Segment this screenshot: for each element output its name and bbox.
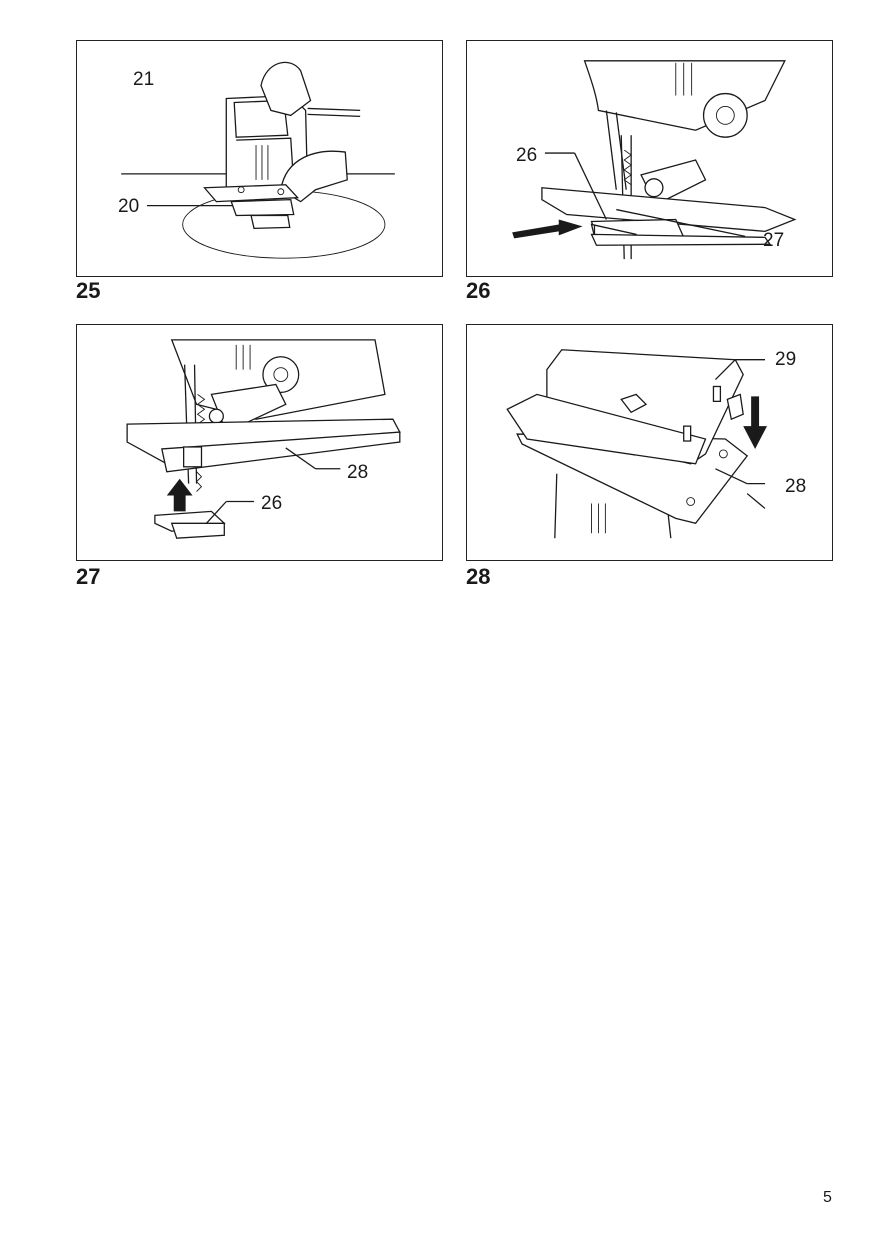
callout-26: 26 [516, 145, 538, 166]
callout-26: 26 [261, 493, 283, 514]
callout-28: 28 [785, 476, 807, 497]
figure-28-illustration [506, 349, 767, 539]
callout-21: 21 [133, 69, 155, 90]
figure-26-illustration [512, 60, 797, 260]
figure-26-panel: 26 27 [466, 40, 833, 277]
page-number: 5 [823, 1189, 832, 1206]
figure-27-panel: 28 26 [76, 324, 443, 561]
figure-26-number: 26 [466, 278, 491, 303]
figure-25-number: 25 [76, 278, 101, 303]
figure-25-panel: 21 20 [76, 40, 443, 277]
figure-27-number: 27 [76, 564, 101, 589]
figure-25-illustration [121, 61, 395, 259]
figure-28-number: 28 [466, 564, 491, 589]
callout-27: 27 [763, 230, 785, 251]
callout-28: 28 [347, 462, 369, 483]
callout-29: 29 [775, 349, 797, 370]
figure-28-panel: 29 28 [466, 324, 833, 561]
figure-27-illustration [126, 339, 401, 539]
callout-20: 20 [118, 196, 140, 217]
